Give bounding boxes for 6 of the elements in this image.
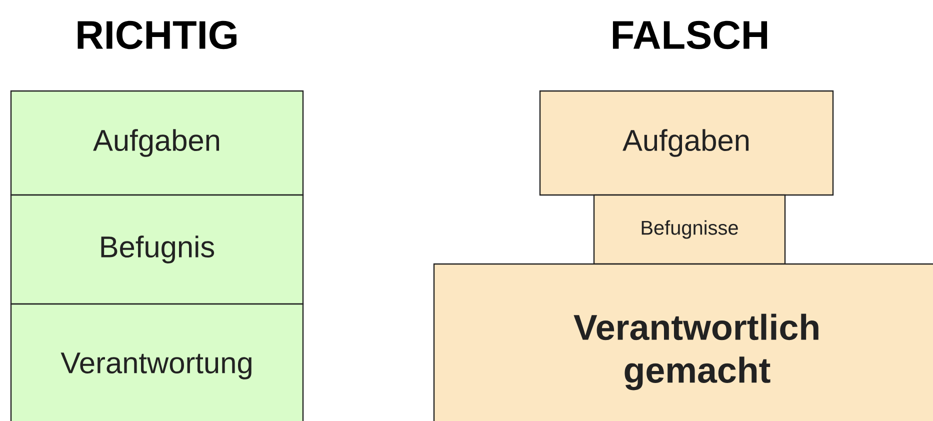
heading: RICHTIG [78,20,236,50]
text-box: Befugnisse [593,194,786,265]
text-box: Aufgaben [10,90,304,196]
text-box: Verantwortung [10,303,304,421]
heading: FALSCH [612,20,768,50]
text-box: Befugnis [10,194,304,305]
